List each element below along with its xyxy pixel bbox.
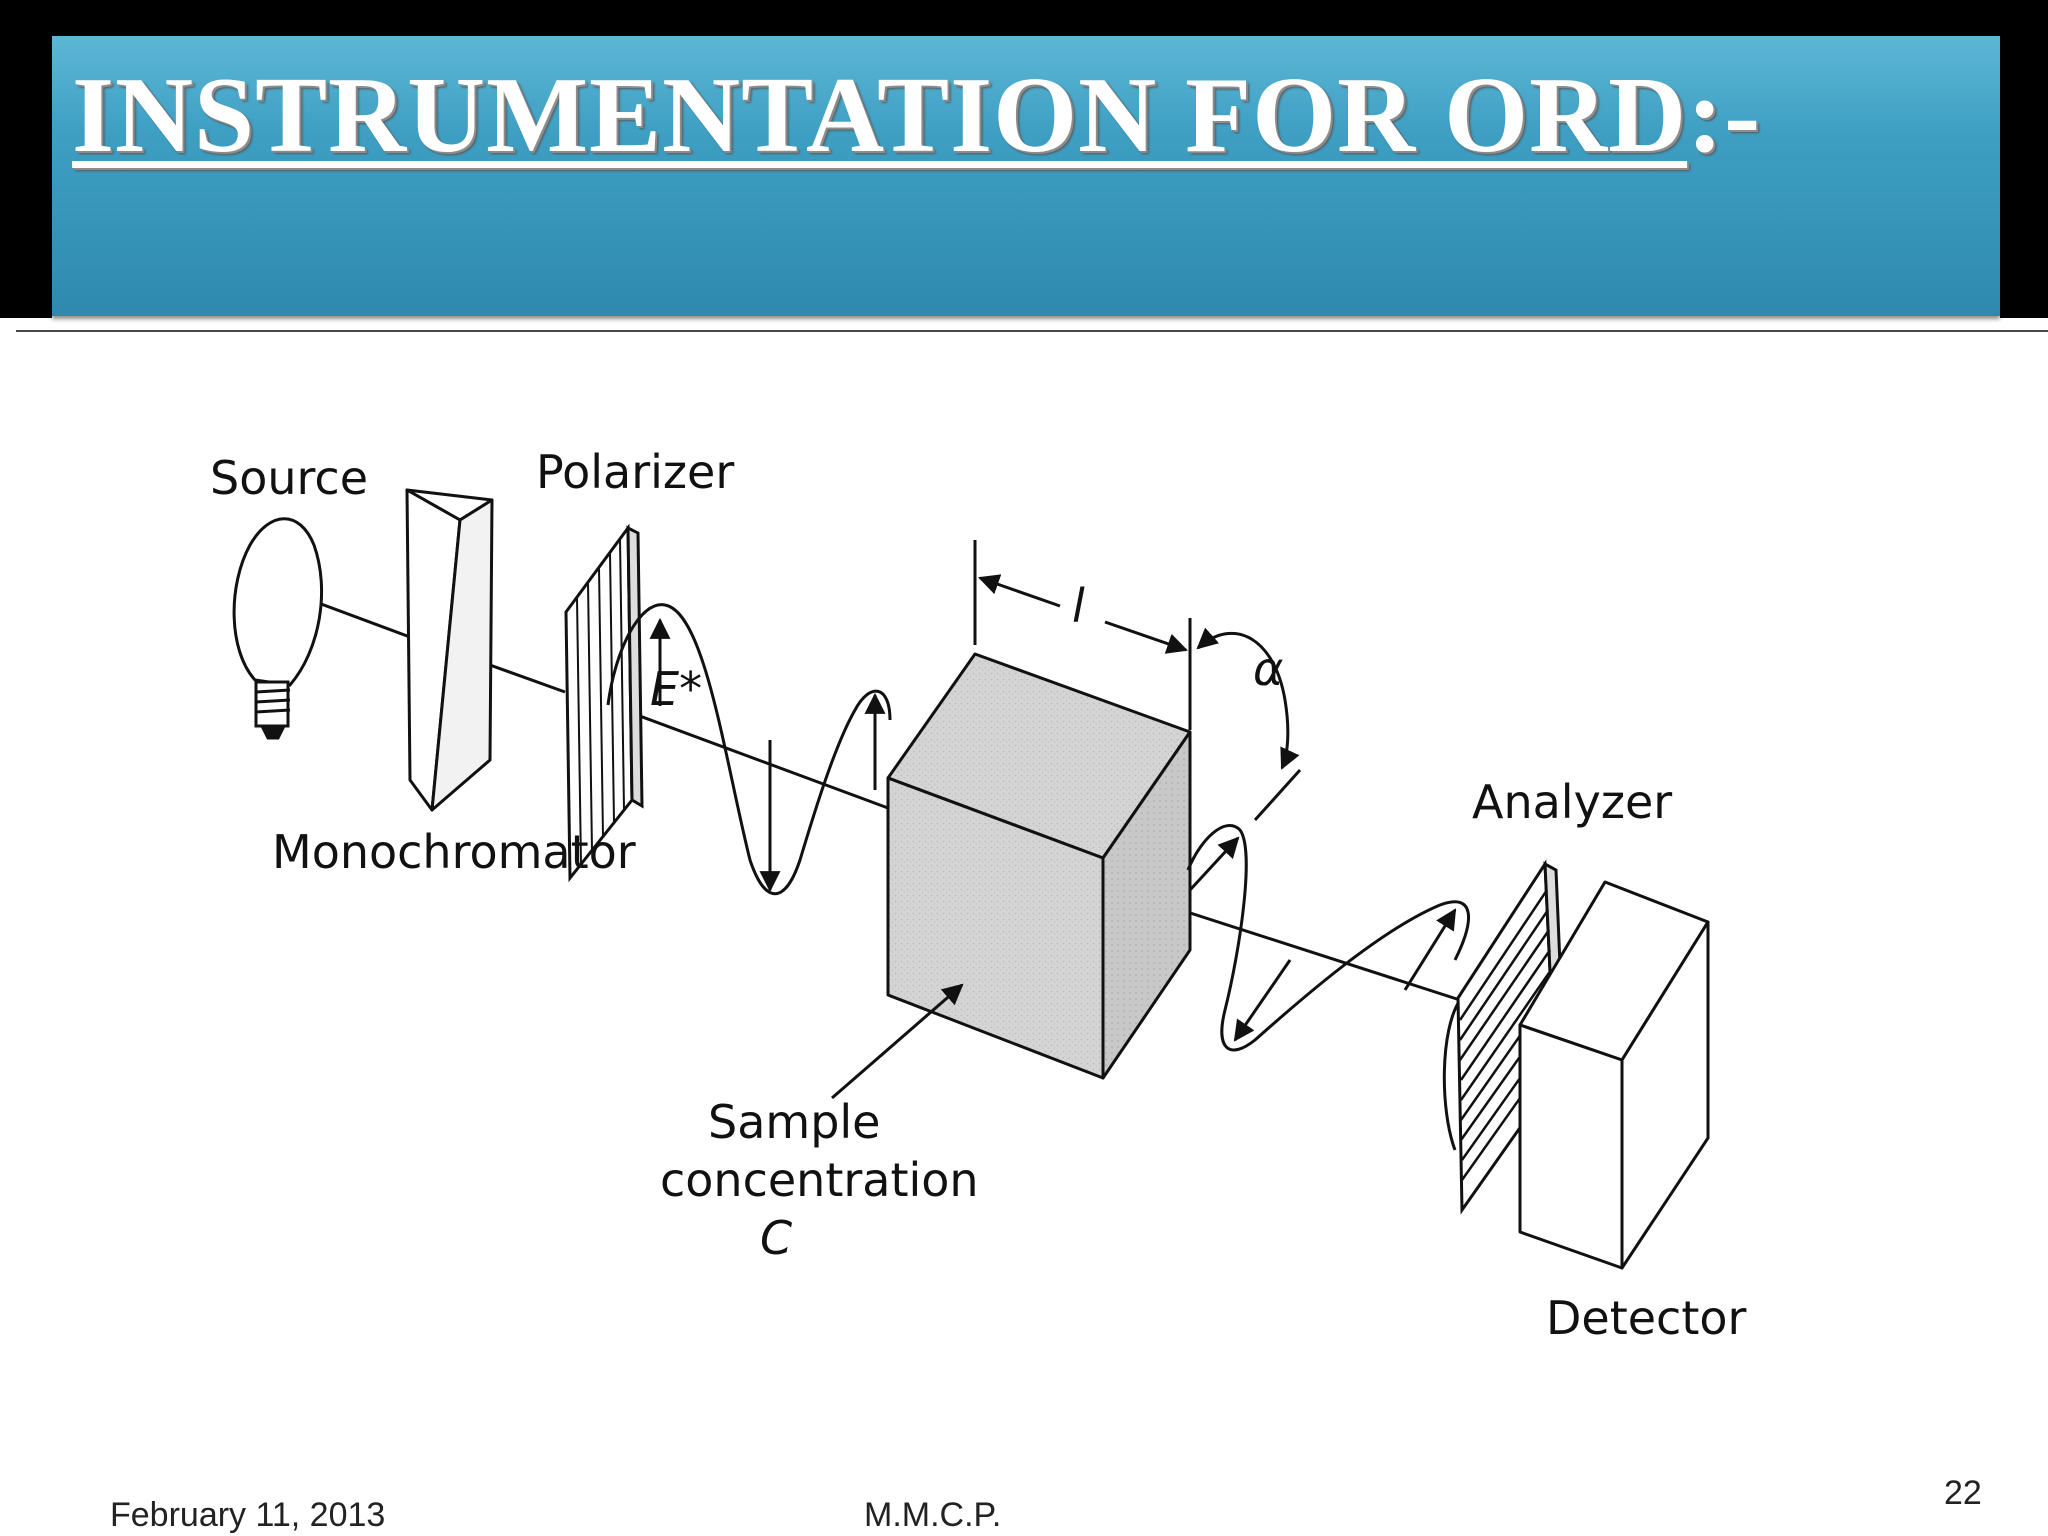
polarized-wave [606,603,892,895]
slide-title: INSTRUMENTATION FOR ORD:- [72,54,1761,178]
sample-label-line1: Sample [708,1095,880,1149]
path-length-dimension [973,540,1192,730]
slide-title-main: INSTRUMENTATION FOR ORD [72,56,1688,175]
rotation-angle-arc [1196,627,1302,822]
sample-label-line3: C [760,1211,792,1265]
sample-pointer [831,983,964,1100]
rotated-wave [1186,824,1470,1151]
footer-author: M.M.C.P. [864,1496,1002,1534]
monochromator-prism [405,488,494,812]
sample-cube [886,652,1192,1080]
sample-label-line2: concentration [660,1153,979,1207]
left-black-bar [0,0,52,318]
rotation-angle-label: α [1253,642,1283,696]
monochromator-label: Monochromator [272,825,636,879]
right-black-bar [2000,0,2048,318]
field-vector-label: E* [650,662,702,716]
source-label: Source [210,451,368,505]
analyzer-label: Analyzer [1472,775,1672,829]
title-divider [16,330,2048,332]
detector-box [1518,880,1710,1270]
detector-label: Detector [1546,1291,1747,1345]
light-bulb-icon [232,517,324,740]
polarizer-label: Polarizer [536,445,734,499]
path-length-label: l [1072,579,1085,633]
top-black-bar [0,0,2048,36]
title-banner: INSTRUMENTATION FOR ORD:- [52,36,2000,316]
ord-instrument-diagram: Source Polarizer Monochromator E* l α An… [210,445,1747,1345]
footer-date: February 11, 2013 [110,1496,386,1534]
slide-title-suffix: :- [1687,56,1762,175]
polarizer-plate [564,523,644,883]
page-number: 22 [1944,1474,1982,1512]
